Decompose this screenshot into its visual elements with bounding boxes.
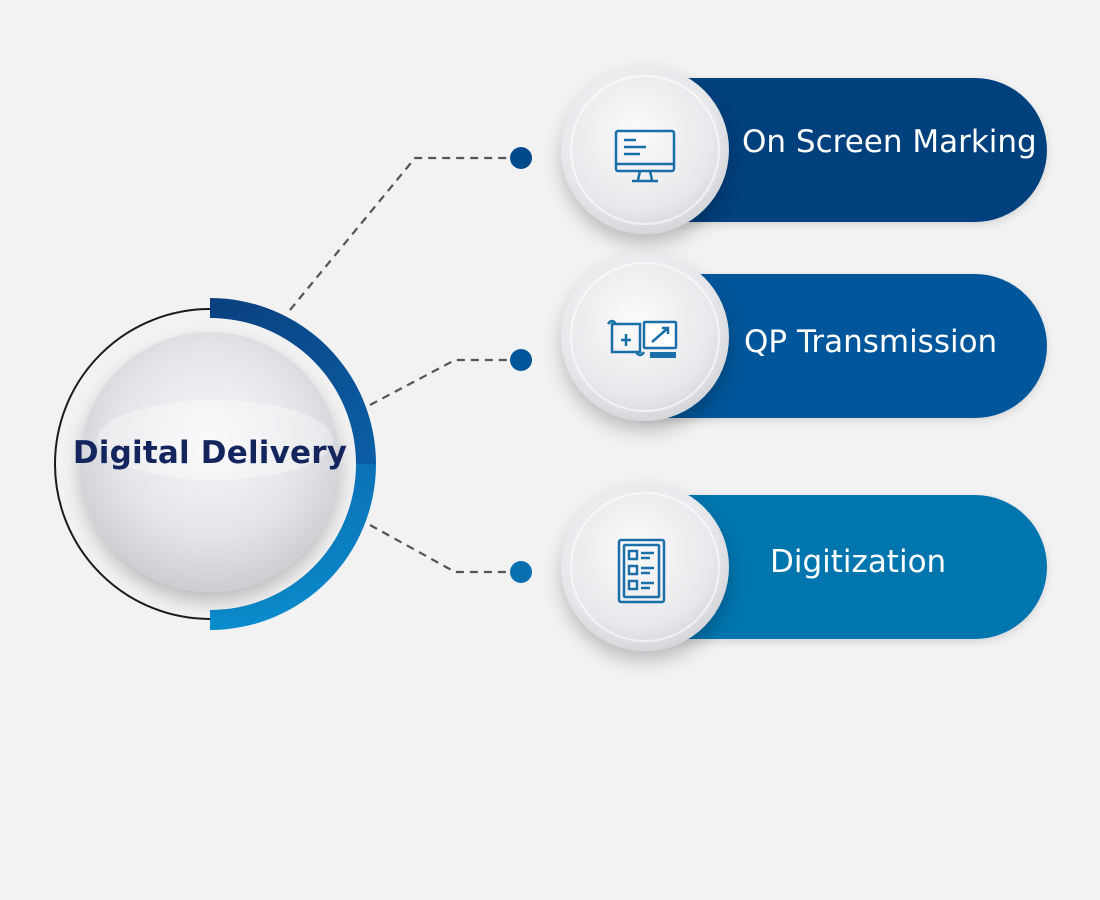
icon-circle-2-inner	[570, 262, 720, 412]
item-label-qp-transmission[interactable]: QP Transmission	[744, 324, 998, 360]
hub-label: Digital Delivery	[72, 435, 348, 471]
item-digitization[interactable]	[561, 483, 1047, 651]
item-label-on-screen-marking[interactable]: On Screen Marking	[742, 124, 1037, 160]
item-label-digitization[interactable]: Digitization	[770, 544, 947, 580]
connector-dot-1	[510, 147, 532, 169]
hub-circle	[80, 332, 340, 592]
connector-2	[369, 358, 515, 406]
item-qp-transmission[interactable]	[561, 253, 1047, 421]
item-on-screen-marking[interactable]	[561, 66, 1047, 234]
hub-highlight	[97, 400, 333, 480]
document-transfer-icon	[606, 319, 678, 358]
hub-outer-ring	[54, 308, 211, 620]
connectors	[289, 156, 515, 574]
connector-dot-2	[510, 349, 532, 371]
hub	[54, 298, 376, 630]
connector-1	[289, 156, 515, 311]
monitor-icon	[614, 129, 676, 183]
icon-circle-1	[561, 66, 729, 234]
icon-circle-1-inner	[570, 75, 720, 225]
pill-1	[640, 78, 1047, 222]
pill-2	[640, 274, 1047, 418]
connector-3	[369, 524, 515, 574]
hub-ring-segment-light	[210, 464, 376, 630]
hub-ring-segment-dark	[210, 298, 376, 464]
icon-circle-3-inner	[570, 492, 720, 642]
pill-3	[640, 495, 1047, 639]
connector-dot-3	[510, 561, 532, 583]
scanned-form-icon	[617, 538, 666, 604]
